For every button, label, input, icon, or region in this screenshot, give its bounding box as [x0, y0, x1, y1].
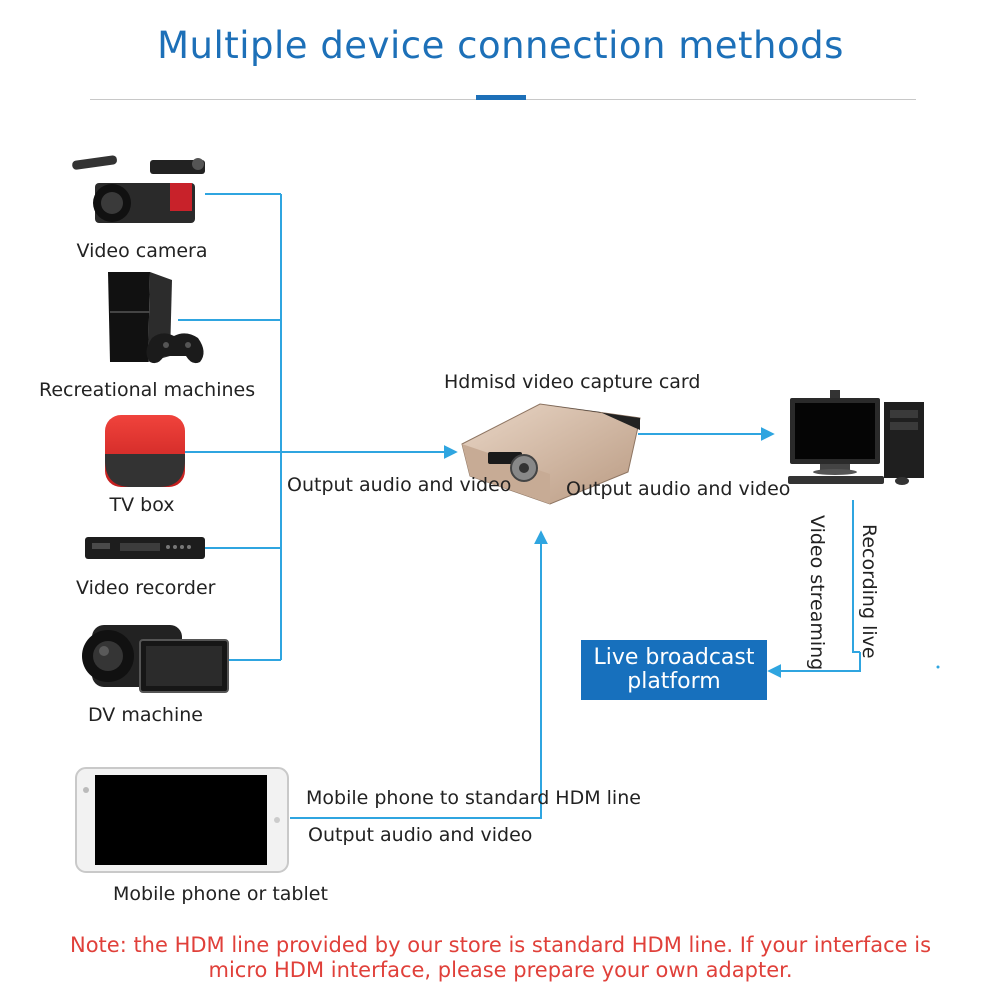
broadcast-arrow [767, 652, 861, 678]
store-note: Note: the HDM line provided by our store… [0, 933, 1001, 983]
desktop-computer-icon [788, 390, 924, 485]
label-mobile-tablet: Mobile phone or tablet [113, 883, 328, 905]
label-input-output: Output audio and video [287, 474, 512, 496]
broadcast-line-2: platform [627, 669, 721, 694]
note-line-1: Note: the HDM line provided by our store… [69, 933, 932, 957]
game-console-icon [108, 272, 204, 364]
note-line-2: micro HDM interface, please prepare your… [208, 958, 793, 982]
label-recreational-machines: Recreational machines [39, 379, 256, 401]
tv-box-icon [105, 415, 185, 487]
mobile-phone-icon [75, 767, 289, 873]
video-camera-icon [72, 155, 205, 223]
broadcast-line-1: Live broadcast [593, 645, 755, 670]
label-capture-card: Hdmisd video capture card [444, 371, 701, 393]
decorative-dot [936, 665, 940, 669]
capture-card-icon [461, 403, 641, 505]
dv-camcorder-icon [82, 625, 229, 693]
label-mobile-output: Output audio and video [308, 824, 533, 846]
label-tv-box: TV box [109, 494, 175, 516]
label-card-output: Output audio and video [566, 478, 791, 500]
label-recording-live: Recording live [858, 524, 880, 659]
label-mobile-line: Mobile phone to standard HDM line [306, 787, 641, 809]
label-video-recorder: Video recorder [76, 577, 216, 599]
device-collector-lines [178, 193, 282, 661]
page-title: Multiple device connection methods [157, 24, 844, 67]
recording-line [852, 500, 860, 653]
live-broadcast-platform-box: Live broadcast platform [581, 640, 767, 700]
label-dv-machine: DV machine [88, 704, 203, 726]
video-recorder-icon [85, 537, 205, 559]
label-video-streaming: Video streaming [806, 515, 828, 671]
title-divider-accent [476, 95, 526, 100]
label-video-camera: Video camera [76, 240, 208, 262]
mobile-arrow [290, 530, 548, 819]
